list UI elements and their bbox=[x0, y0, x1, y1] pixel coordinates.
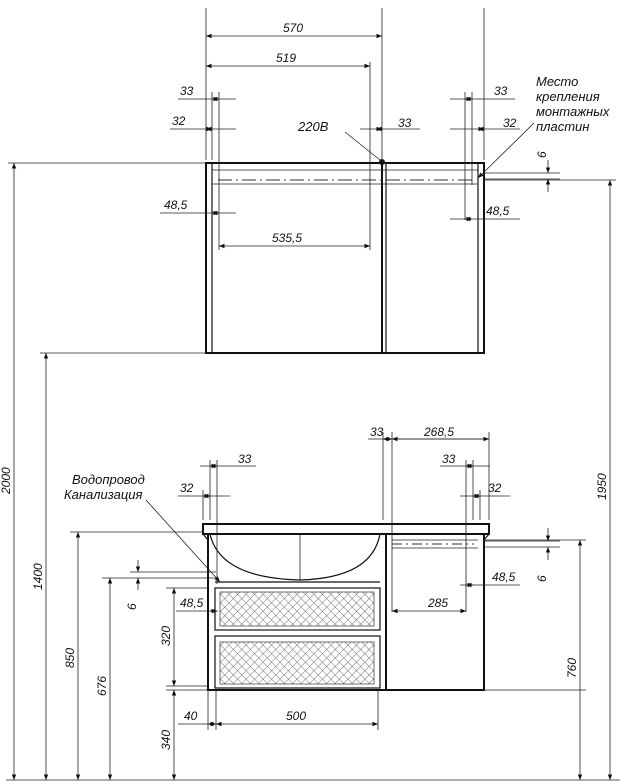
dim-519: 519 bbox=[276, 51, 296, 65]
dim-height-850: 850 bbox=[63, 648, 77, 668]
dim-power-33: 33 bbox=[398, 116, 412, 130]
dim-535-5: 535,5 bbox=[272, 231, 302, 245]
label-water-1: Водопровод bbox=[72, 472, 145, 487]
dim-bottom-left-48-5: 48,5 bbox=[180, 596, 204, 610]
dim-285: 285 bbox=[427, 596, 448, 610]
dim-height-2000: 2000 bbox=[0, 467, 13, 495]
dim-top-left-33: 33 bbox=[180, 84, 194, 98]
dim-570: 570 bbox=[283, 21, 303, 35]
dim-bottom-right-32: 32 bbox=[488, 481, 502, 495]
dim-height-676: 676 bbox=[95, 676, 109, 696]
dim-top-right-32: 32 bbox=[503, 116, 517, 130]
dim-width-500: 500 bbox=[286, 709, 306, 723]
dim-268-5: 268,5 bbox=[423, 425, 454, 439]
dim-bottom-right-6: 6 bbox=[535, 575, 549, 582]
dim-top-right-33: 33 bbox=[494, 84, 508, 98]
label-mount-1: Место bbox=[536, 74, 578, 89]
label-mount-4: пластин bbox=[536, 119, 589, 134]
label-220v: 220В bbox=[297, 119, 329, 134]
dim-top-left-32: 32 bbox=[172, 114, 186, 128]
label-water-2: Канализация bbox=[64, 487, 142, 502]
dim-top-right-48-5: 48,5 bbox=[486, 204, 510, 218]
dim-bottom-right-48-5: 48,5 bbox=[492, 570, 516, 584]
dim-top-side-6: 6 bbox=[535, 151, 549, 158]
dim-height-340: 340 bbox=[159, 730, 173, 750]
dim-top-left-48-5: 48,5 bbox=[164, 198, 188, 212]
mirror-cabinet bbox=[205, 159, 485, 354]
dim-bottom-left-6: 6 bbox=[125, 603, 139, 610]
dim-bottom-33-a: 33 bbox=[370, 425, 384, 439]
vanity-cabinet bbox=[202, 523, 490, 691]
dim-height-320: 320 bbox=[159, 626, 173, 646]
top-extension-lines bbox=[205, 8, 485, 250]
drawer-front-top bbox=[219, 591, 375, 627]
dim-bottom-left-32: 32 bbox=[180, 481, 194, 495]
dim-bottom-left-33: 33 bbox=[238, 452, 252, 466]
label-mount-2: крепления bbox=[536, 89, 600, 104]
bottom-extension-lines bbox=[202, 432, 490, 612]
power-point bbox=[379, 159, 385, 165]
dim-height-1950: 1950 bbox=[595, 473, 609, 500]
dim-width-40: 40 bbox=[184, 709, 198, 723]
drawer-front-bottom bbox=[219, 641, 375, 685]
label-mount-3: монтажных bbox=[536, 104, 610, 119]
dim-height-1400: 1400 bbox=[31, 563, 45, 590]
dim-height-760: 760 bbox=[565, 658, 579, 678]
dim-bottom-right-33: 33 bbox=[442, 452, 456, 466]
